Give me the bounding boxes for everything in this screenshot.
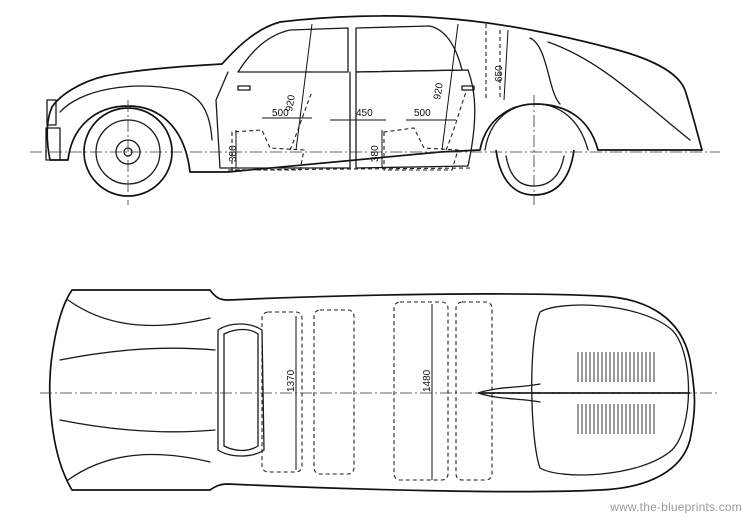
front-fender-line: [59, 85, 213, 141]
top-front-fender: [67, 299, 211, 481]
label-500-front: 500: [272, 108, 289, 119]
watermark: www.the-blueprints.com: [610, 500, 742, 514]
front-seatback: [289, 91, 313, 151]
top-view: [40, 289, 720, 493]
top-rear-seat-left: [393, 301, 449, 481]
label-380-rear: 380: [370, 145, 381, 162]
label-650: 650: [494, 65, 505, 82]
label-920-rear: 920: [432, 82, 446, 101]
rear-spat: [484, 103, 589, 151]
top-shoulder-line: [59, 347, 216, 433]
rear-wheel: [495, 149, 575, 196]
engine-louvers-lower: [577, 404, 655, 434]
rear-door: [355, 69, 476, 169]
side-body-outline: [46, 15, 703, 173]
engine-louvers-upper: [577, 352, 655, 382]
rear-seat: [383, 127, 459, 171]
front-bumper: [46, 99, 57, 126]
label-450: 450: [356, 108, 373, 119]
label-920-front: 920: [284, 94, 298, 113]
side-view: [30, 15, 720, 205]
tail-fin: [529, 37, 691, 141]
engine-deck: [531, 304, 690, 476]
front-door: [215, 71, 351, 169]
front-grille: [45, 127, 61, 161]
front-seat: [231, 129, 305, 171]
dim-line-920-rear: [441, 23, 459, 151]
top-rear-seat-right: [455, 301, 493, 481]
dim-line-650: [503, 29, 509, 101]
rear-window: [355, 25, 463, 73]
label-1370: 1370: [286, 369, 297, 392]
top-body-outline: [48, 289, 696, 493]
label-1480: 1480: [422, 369, 433, 392]
label-380-front: 380: [228, 145, 239, 162]
rear-seatback: [445, 91, 467, 151]
front-door-handle: [237, 85, 251, 91]
rear-door-handle: [461, 85, 475, 91]
top-front-seat-right: [313, 309, 355, 475]
tail-spine-flare: [477, 383, 541, 403]
windshield-inner: [223, 328, 259, 452]
windshield: [217, 323, 265, 457]
luggage-space: [485, 24, 501, 100]
top-front-seat-left: [261, 311, 303, 473]
floor-line: [227, 167, 471, 171]
front-window: [237, 27, 349, 73]
dim-line-920-front: [295, 23, 313, 151]
label-500-rear: 500: [414, 108, 431, 119]
